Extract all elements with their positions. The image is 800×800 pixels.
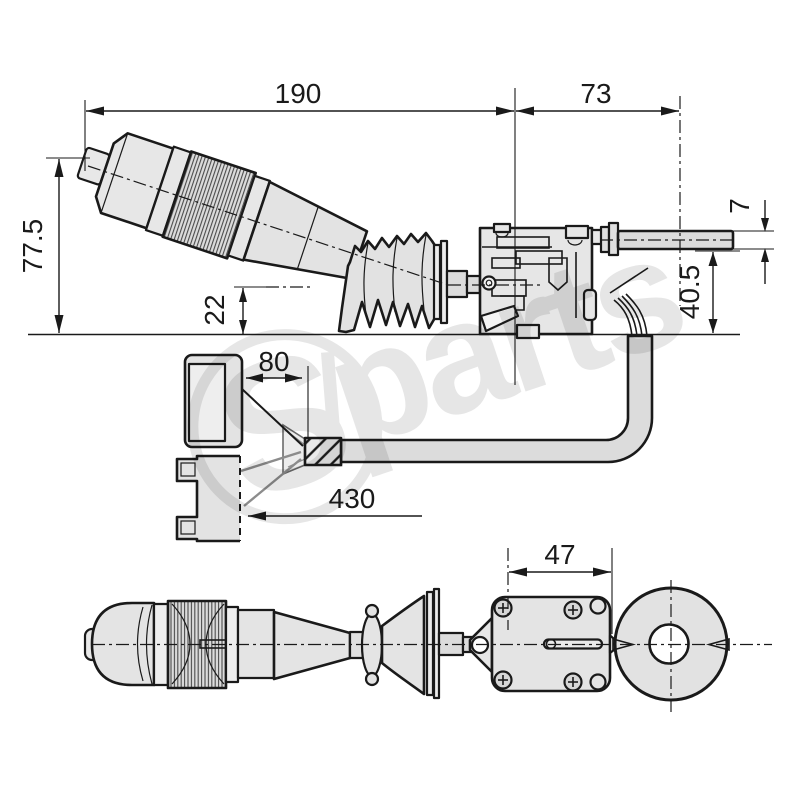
dim-wire-breakout: 80: [246, 346, 302, 383]
plan-disc-1: [425, 590, 435, 697]
body-slot: [548, 257, 568, 292]
body-foot: [479, 304, 520, 333]
plan-shaft-taper: [272, 610, 352, 681]
watermark-circle: [187, 329, 383, 525]
dim-body-length: 73: [516, 78, 679, 116]
body-bottom-tab: [582, 288, 598, 322]
plate-screws: [493, 598, 583, 692]
bellows-boot: [337, 231, 438, 334]
wire-leader: [609, 267, 649, 294]
dim-total-length: 190: [86, 78, 514, 116]
connector-lower: [175, 454, 241, 543]
dimensions: 190 73 77.5 22 7: [17, 78, 774, 634]
body-screw: [481, 275, 497, 291]
dim-plate-width-label: 47: [544, 539, 575, 570]
dim-total-length-label: 190: [275, 78, 322, 109]
plate-hole-top: [589, 597, 607, 615]
dim-bar-thickness: 7: [724, 198, 769, 284]
dim-wire-breakout-label: 80: [258, 346, 289, 377]
switch-body: [478, 222, 604, 340]
centerlines: [87, 96, 772, 712]
lever-handle-side: [76, 132, 369, 281]
lever-handle-plan: [83, 587, 476, 700]
boot-flare: [380, 594, 426, 696]
dim-lever-height-label: 77.5: [17, 219, 48, 274]
plate-hole-bottom: [589, 673, 607, 691]
dim-body-length-label: 73: [580, 78, 611, 109]
dim-bar-thickness-label: 7: [724, 198, 755, 214]
dim-plate-width: 47: [509, 539, 611, 577]
watermark-slash: [320, 351, 343, 468]
body-top-tab-2: [564, 224, 590, 240]
dim-axis-height-label: 22: [199, 294, 230, 325]
body-top-tab: [492, 222, 512, 234]
dim-bar-height-label: 40.5: [674, 265, 705, 320]
dim-axis-height: 22: [199, 288, 247, 334]
dim-lever-height: 77.5: [17, 159, 64, 333]
dim-bar-height: 40.5: [674, 252, 718, 333]
